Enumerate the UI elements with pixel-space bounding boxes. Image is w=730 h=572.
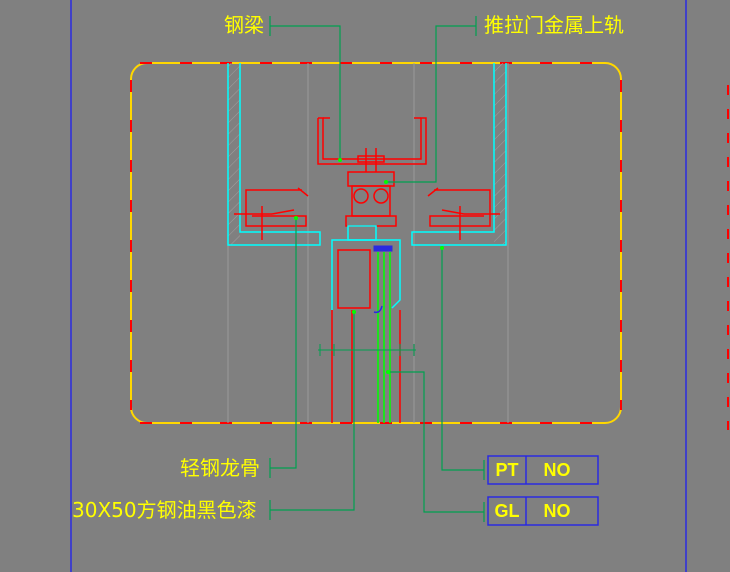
tag-gl-value: NO — [543, 501, 571, 521]
tag-pt-code: PT — [495, 460, 519, 480]
label-steel-beam: 钢梁 — [224, 13, 264, 37]
right-wall-section — [411, 63, 507, 246]
square-steel-tube — [337, 249, 371, 309]
guide-lines — [227, 63, 509, 423]
door-head-frame — [331, 225, 401, 310]
dimension-line — [318, 344, 416, 356]
leader-dots — [294, 158, 444, 374]
detail-frame — [130, 62, 622, 424]
steel-beam — [317, 117, 427, 165]
rail-plate — [373, 245, 393, 252]
label-light-steel-keel: 轻钢龙骨 — [180, 456, 260, 480]
rail-hanger — [345, 148, 397, 227]
leader-lines — [269, 16, 485, 522]
label-sliding-door-rail: 推拉门金属上轨 — [484, 13, 624, 37]
tag-gl-code: GL — [494, 501, 520, 521]
tag-pt-value: NO — [543, 460, 571, 480]
tag-boxes — [487, 455, 599, 526]
label-square-steel: 30X50方钢油黑色漆 — [72, 498, 257, 522]
door-panel — [331, 252, 401, 423]
light-steel-keel-left — [234, 187, 309, 240]
light-steel-keel-right — [427, 187, 500, 240]
left-wall-section — [227, 63, 321, 246]
